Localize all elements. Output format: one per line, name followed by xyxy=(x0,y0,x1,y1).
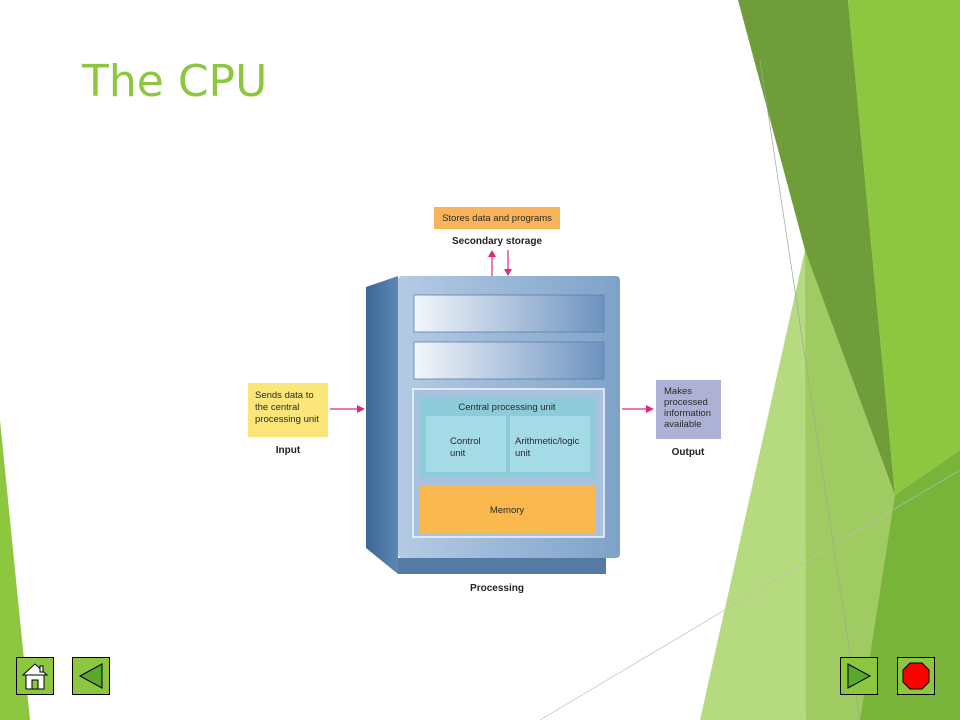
drive-slot-top xyxy=(413,294,605,333)
drive-slot-bottom xyxy=(413,341,605,380)
secondary-storage-caption: Secondary storage xyxy=(452,236,542,247)
input-text: Sends data to the central processing uni… xyxy=(255,390,319,425)
alu-box xyxy=(510,416,590,472)
forward-button[interactable] xyxy=(840,657,878,695)
alu-text: Arithmetic/logic unit xyxy=(515,436,582,459)
bg-hairline xyxy=(759,59,861,720)
secondary-storage-text: Stores data and programs xyxy=(442,213,552,224)
input-caption: Input xyxy=(276,445,301,456)
input-box xyxy=(248,383,328,437)
forward-arrow-icon xyxy=(847,663,872,689)
output-box xyxy=(656,380,721,439)
bg-facet-mid xyxy=(848,0,960,495)
back-button[interactable] xyxy=(72,657,110,695)
stop-icon xyxy=(902,662,930,690)
bg-facet-left xyxy=(0,420,30,720)
secondary-storage-box xyxy=(434,207,560,229)
home-button[interactable] xyxy=(16,657,54,695)
memory-label: Memory xyxy=(490,505,525,516)
case-side xyxy=(366,276,398,574)
control-unit-box xyxy=(426,416,506,472)
storage-arrows xyxy=(488,250,512,276)
memory-box xyxy=(420,485,596,533)
output-caption: Output xyxy=(672,447,705,458)
output-arrow xyxy=(622,405,654,413)
bg-facet-bottom xyxy=(860,450,960,720)
slide-title: The CPU xyxy=(82,56,268,107)
back-arrow-icon xyxy=(78,663,103,689)
control-unit-text: Control unit xyxy=(450,436,483,459)
bg-facet-light xyxy=(700,250,895,720)
input-arrow xyxy=(330,405,365,413)
cpu-label: Central processing unit xyxy=(458,402,556,413)
output-text: Makes processed information available xyxy=(664,386,714,430)
stop-button[interactable] xyxy=(897,657,935,695)
case-base xyxy=(398,558,606,574)
processing-caption: Processing xyxy=(470,583,524,594)
home-icon xyxy=(21,663,49,690)
bg-hairline xyxy=(539,469,960,720)
